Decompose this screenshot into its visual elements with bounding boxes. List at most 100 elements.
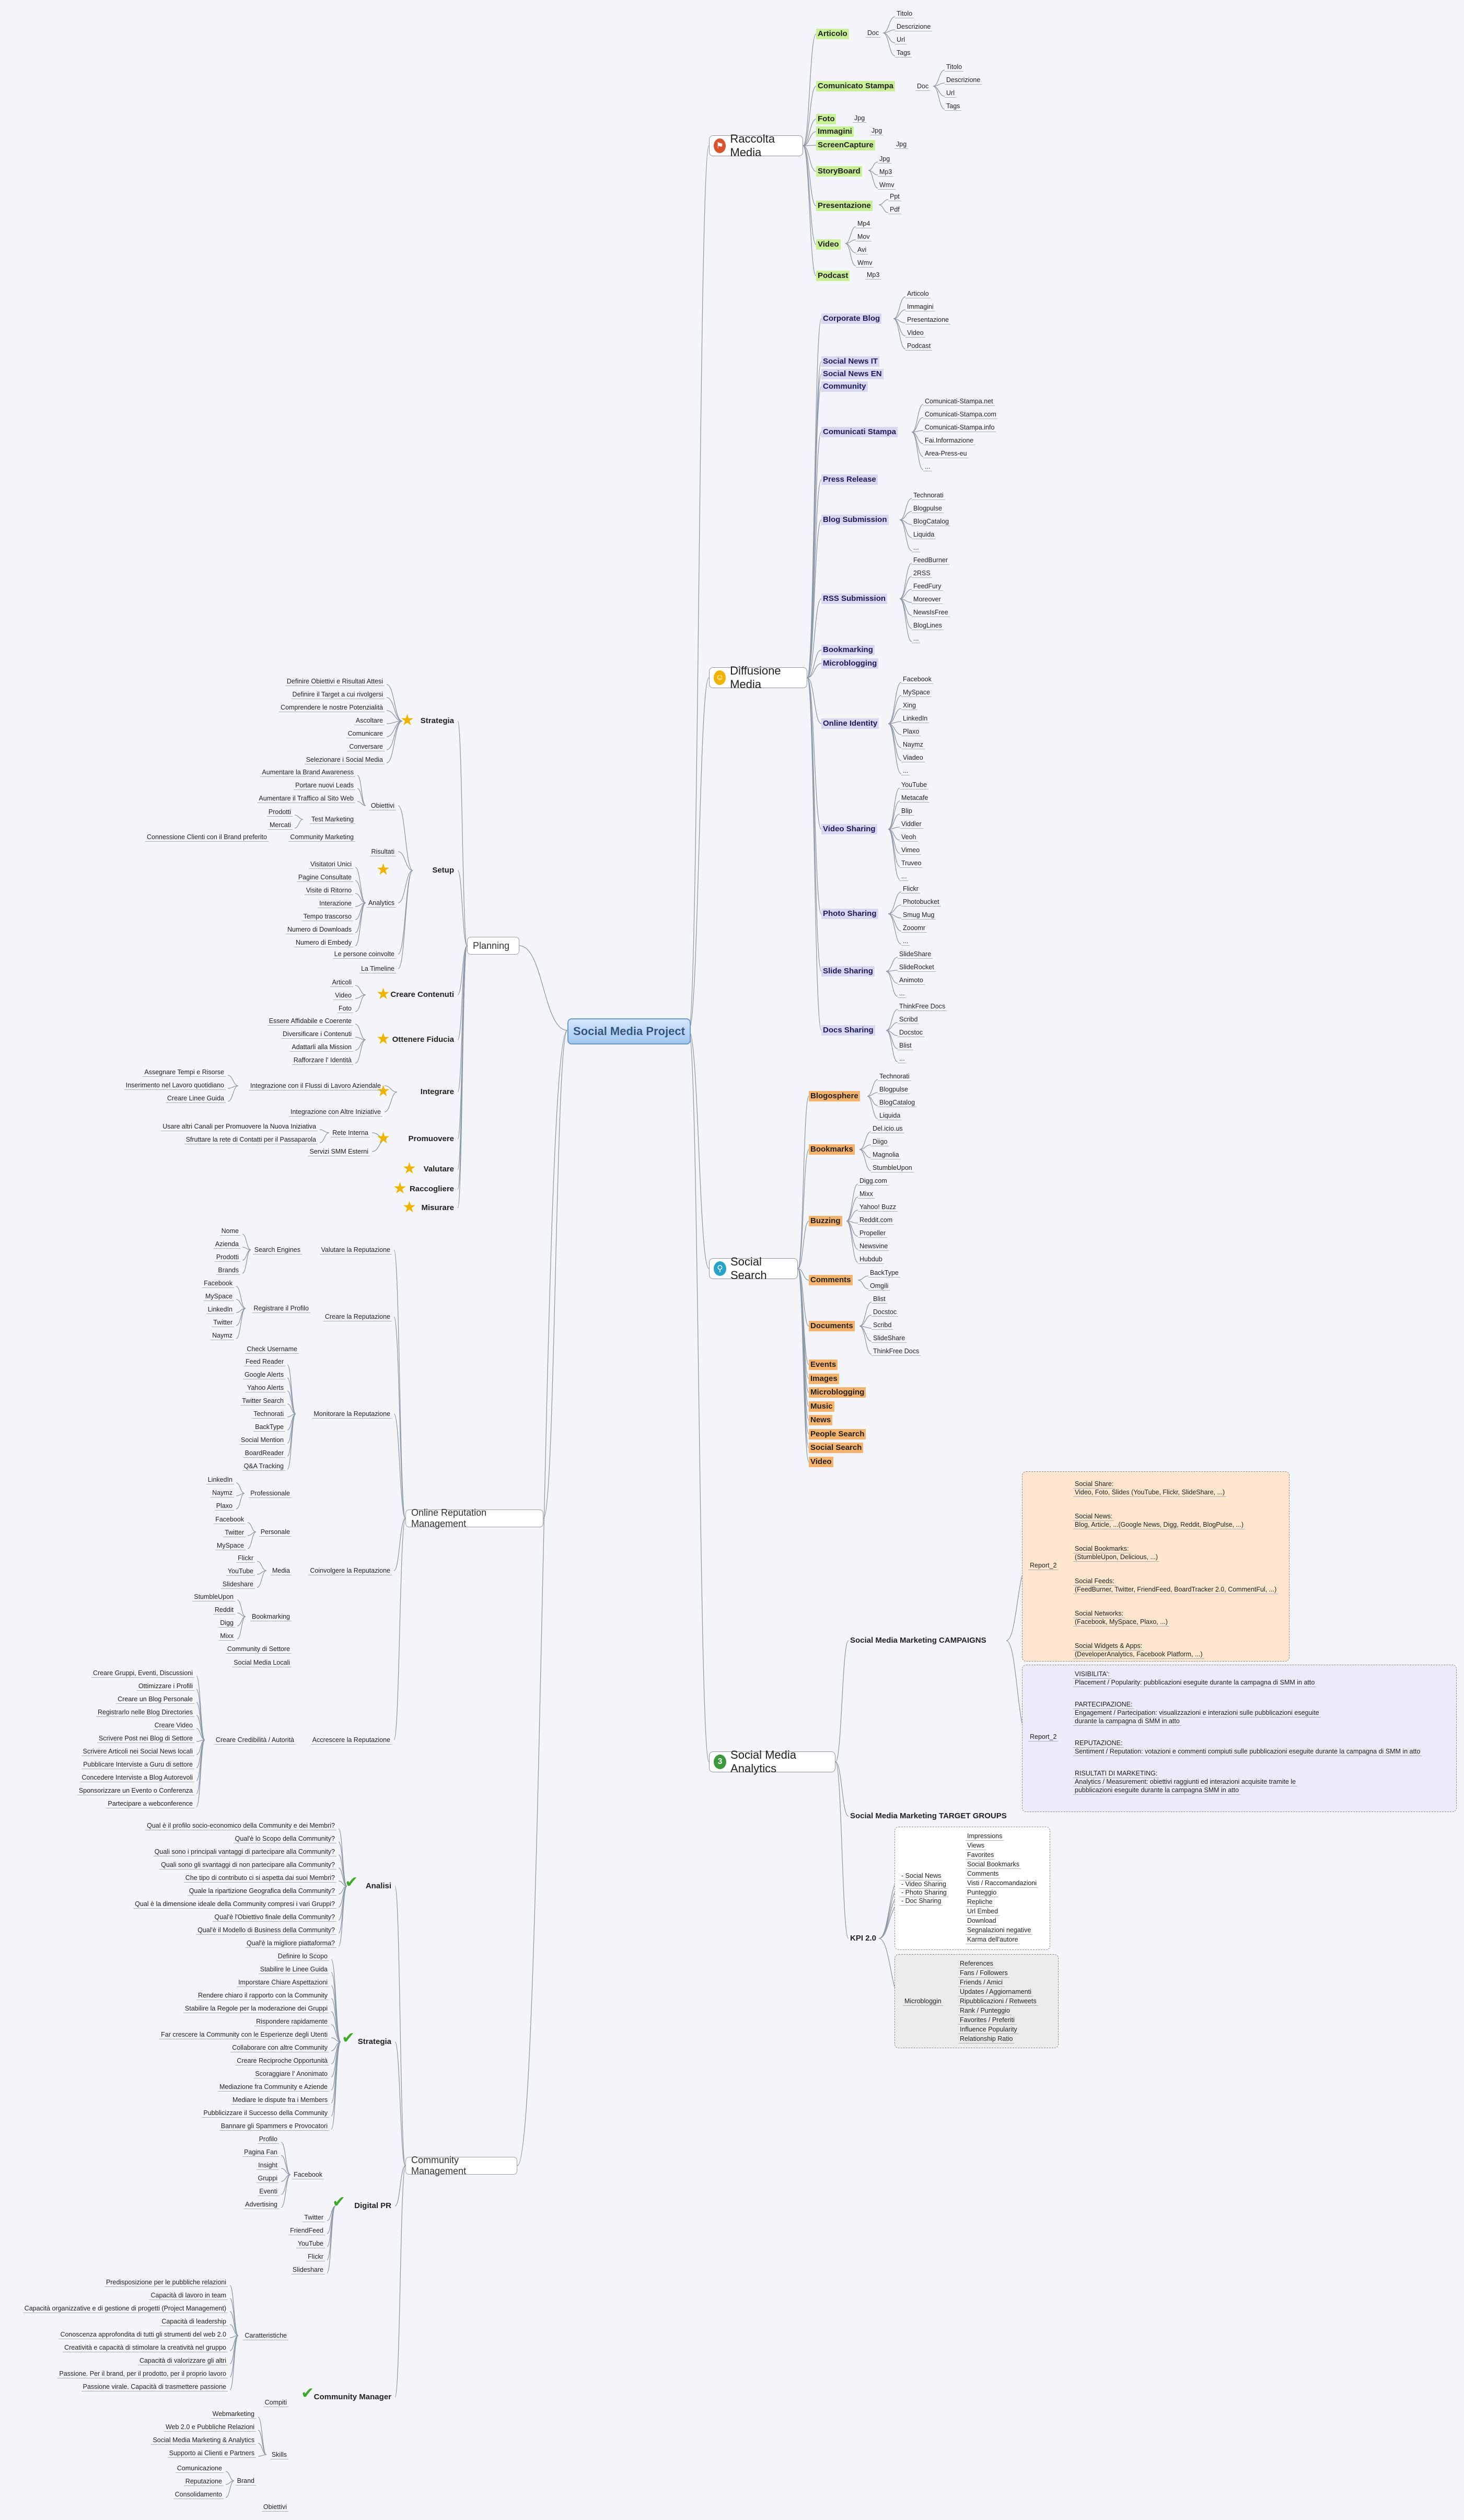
- doc-label[interactable]: Doc: [866, 29, 881, 38]
- list-item[interactable]: Smug Mug: [901, 911, 936, 920]
- report-label[interactable]: Report_2: [1028, 1561, 1059, 1570]
- list-item[interactable]: 2RSS: [912, 569, 932, 578]
- list-item[interactable]: Definire Obiettivi e Risultati Attesi: [285, 677, 385, 686]
- list-item[interactable]: BlogLines: [912, 621, 944, 630]
- list-item[interactable]: StumbleUpon: [871, 1164, 914, 1172]
- list-item[interactable]: Immagini: [905, 303, 935, 311]
- list-item[interactable]: Mediare le dispute fra i Members: [230, 2096, 329, 2105]
- community-topic[interactable]: Strategia: [357, 2037, 391, 2046]
- list-item[interactable]: Interazione: [318, 899, 353, 908]
- list-item[interactable]: YouTube: [296, 2239, 325, 2248]
- node[interactable]: Connessione Clienti con il Brand preferi…: [145, 833, 269, 842]
- raccolta-topic[interactable]: ScreenCapture: [816, 140, 875, 150]
- analytics-topic[interactable]: Social Media Marketing TARGET GROUPS: [850, 1811, 1007, 1820]
- list-item[interactable]: Yahoo Alerts: [246, 1384, 285, 1392]
- report-line[interactable]: Social Networks:: [1073, 1609, 1125, 1618]
- list-item[interactable]: Comunicazione: [175, 2464, 224, 2473]
- list-item[interactable]: NewsIsFree: [912, 608, 950, 617]
- planning-topic[interactable]: Raccogliere: [409, 1184, 454, 1193]
- report-line[interactable]: (DeveloperAnalytics, Facebook Platform, …: [1073, 1650, 1204, 1659]
- node[interactable]: Integrazione con Altre Iniziative: [288, 1108, 382, 1117]
- planning-topic[interactable]: Creare Contenuti: [390, 990, 454, 999]
- list-item[interactable]: Animoto: [898, 976, 925, 985]
- list-item[interactable]: Che tipo di contributo ci si aspetta dai…: [183, 1874, 336, 1883]
- list-item[interactable]: Plaxo: [901, 727, 921, 736]
- report-line[interactable]: (Facebook, MySpace, Plaxo, ...): [1073, 1618, 1169, 1627]
- list-item[interactable]: Qual è la dimensione ideale della Commun…: [133, 1900, 336, 1909]
- list-item[interactable]: Comunicati-Stampa.info: [923, 423, 996, 432]
- node[interactable]: Le persone coinvolte: [332, 950, 396, 959]
- list-item[interactable]: Predisposizione per le pubbliche relazio…: [104, 2278, 228, 2287]
- orm-topic[interactable]: Accrescere la Reputazione: [310, 1736, 392, 1745]
- list-item[interactable]: Karma dell'autore: [966, 1935, 1020, 1944]
- planning-topic[interactable]: Integrare: [420, 1087, 454, 1096]
- list-item[interactable]: Visitatori Unici: [309, 860, 353, 869]
- list-item[interactable]: ...: [901, 767, 910, 775]
- list-item[interactable]: - Doc Sharing: [900, 1897, 943, 1906]
- raccolta-topic[interactable]: Presentazione: [816, 201, 873, 211]
- list-item[interactable]: Segnalazioni negative: [966, 1926, 1033, 1935]
- list-item[interactable]: Twitter Search: [240, 1397, 285, 1406]
- list-item[interactable]: Supporto ai Clienti e Partners: [167, 2449, 256, 2458]
- community-topic[interactable]: Digital PR: [354, 2201, 391, 2210]
- node[interactable]: Check Username: [245, 1345, 299, 1354]
- list-item[interactable]: Foto: [336, 1004, 353, 1013]
- list-item[interactable]: ThinkFree Docs: [898, 1002, 947, 1011]
- list-item[interactable]: MySpace: [203, 1292, 234, 1301]
- search-topic[interactable]: Blogosphere: [809, 1091, 860, 1101]
- list-item[interactable]: Comunicare: [346, 729, 385, 738]
- list-item[interactable]: Scribd: [872, 1321, 893, 1330]
- list-item[interactable]: Collaborare con altre Community: [230, 2043, 329, 2052]
- list-item[interactable]: Flickr: [236, 1554, 255, 1563]
- diffusione-topic[interactable]: Press Release: [821, 474, 878, 485]
- list-item[interactable]: Influence Popularity: [958, 2025, 1019, 2034]
- list-item[interactable]: Propeller: [858, 1229, 888, 1238]
- list-item[interactable]: Slideshare: [220, 1580, 255, 1589]
- diffusione-topic[interactable]: Bookmarking: [821, 645, 875, 655]
- list-item[interactable]: Updates / Aggiornamenti: [958, 1988, 1033, 1996]
- list-item[interactable]: Blip: [900, 807, 914, 816]
- topic-raccolta-media[interactable]: ⚑ Raccolta Media: [709, 132, 803, 159]
- report-line[interactable]: Social Feeds:: [1073, 1577, 1116, 1586]
- planning-topic[interactable]: Promuovere: [408, 1134, 454, 1143]
- list-item[interactable]: Rank / Punteggio: [958, 2006, 1012, 2015]
- search-topic[interactable]: News: [809, 1415, 833, 1425]
- list-item[interactable]: Definire lo Scopo: [276, 1952, 329, 1961]
- list-item[interactable]: Url Embed: [966, 1907, 1000, 1916]
- list-item[interactable]: Stabilire le Linee Guida: [258, 1965, 329, 1974]
- raccolta-topic[interactable]: Articolo: [816, 29, 849, 39]
- orm-topic[interactable]: Creare la Reputazione: [323, 1313, 392, 1321]
- list-item[interactable]: Adattarli alla Mission: [290, 1043, 353, 1052]
- list-item[interactable]: Inserimento nel Lavoro quotidiano: [124, 1081, 226, 1090]
- raccolta-topic[interactable]: Foto: [816, 114, 836, 124]
- search-topic[interactable]: Images: [809, 1373, 839, 1384]
- list-item[interactable]: Magnolia: [871, 1151, 901, 1159]
- list-item[interactable]: Prodotti: [266, 808, 293, 817]
- list-item[interactable]: BackType: [868, 1269, 900, 1278]
- list-item[interactable]: Twitter: [303, 2213, 325, 2222]
- micro-label[interactable]: Microbloggin: [903, 1997, 943, 2006]
- list-item[interactable]: FriendFeed: [288, 2226, 325, 2235]
- node[interactable]: Facebook: [292, 2170, 324, 2179]
- list-item[interactable]: Stabilire la Regole per la moderazione d…: [183, 2004, 329, 2013]
- list-item[interactable]: Plaxo: [214, 1502, 234, 1511]
- list-item[interactable]: LinkedIn: [901, 714, 929, 723]
- list-item[interactable]: Qual'è il Modello di Business della Comm…: [196, 1926, 336, 1935]
- report-line[interactable]: Social Share:: [1073, 1480, 1116, 1489]
- list-item[interactable]: Tempo trascorso: [301, 912, 353, 921]
- list-item[interactable]: Selezionare i Social Media: [304, 756, 385, 764]
- list-item[interactable]: - Video Sharing: [900, 1880, 948, 1889]
- list-item[interactable]: BackType: [253, 1423, 285, 1432]
- list-item[interactable]: Yahoo! Buzz: [858, 1203, 898, 1212]
- list-item[interactable]: Scoraggiare l' Anonimato: [253, 2070, 329, 2078]
- list-item[interactable]: Vimeo: [900, 846, 922, 855]
- node[interactable]: Community di Settore: [225, 1645, 292, 1654]
- list-item[interactable]: Diigo: [871, 1137, 889, 1146]
- list-item[interactable]: Assegnare Tempi e Risorse: [143, 1068, 226, 1077]
- search-topic[interactable]: Buzzing: [809, 1216, 842, 1226]
- list-item[interactable]: Prodotti: [214, 1253, 240, 1262]
- list-item[interactable]: SlideShare: [872, 1334, 907, 1343]
- list-item[interactable]: ...: [900, 872, 909, 881]
- report-line[interactable]: pubblicazioni eseguite durante la campag…: [1073, 1786, 1241, 1795]
- list-item[interactable]: Rendere chiaro il rapporto con la Commun…: [196, 1991, 329, 2000]
